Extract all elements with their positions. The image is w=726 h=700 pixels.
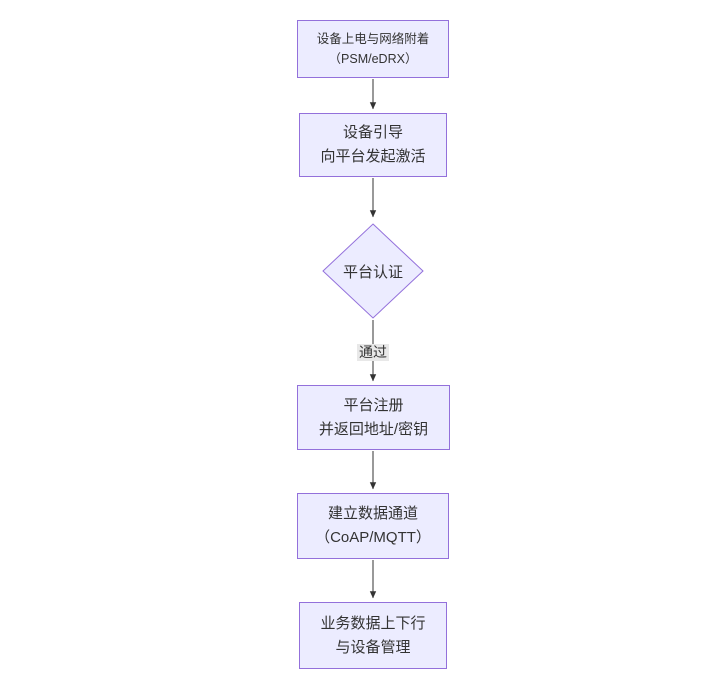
node-device-bootstrap: 设备引导 向平台发起激活 (299, 113, 447, 177)
node-label-line: 平台注册 (343, 396, 404, 414)
edge-label-pass: 通过 (357, 344, 389, 361)
node-label-line: （CoAP/MQTT） (315, 529, 431, 546)
node-label-line: 平台认证 (342, 263, 403, 281)
node-data-channel: 建立数据通道 （CoAP/MQTT） (297, 493, 449, 559)
node-label-line: 向平台发起激活 (320, 148, 426, 165)
node-label-line: 设备引导 (342, 124, 403, 141)
node-label-line: 业务数据上下行 (320, 614, 426, 632)
diamond-shape-icon (322, 223, 424, 319)
node-label-line: （PSM/eDRX） (328, 52, 418, 66)
node-business-data: 业务数据上下行 与设备管理 (299, 602, 447, 669)
node-label-line: 建立数据通道 (327, 505, 418, 522)
node-label-line: 与设备管理 (335, 638, 411, 656)
node-label-line: 设备上电与网络附着 (316, 32, 430, 46)
node-platform-register: 平台注册 并返回地址/密钥 (297, 385, 450, 450)
node-device-power-attach: 设备上电与网络附着 （PSM/eDRX） (297, 20, 449, 78)
node-label-line: 并返回地址/密钥 (318, 420, 429, 438)
decision-platform-auth: 平台认证 (322, 223, 424, 319)
